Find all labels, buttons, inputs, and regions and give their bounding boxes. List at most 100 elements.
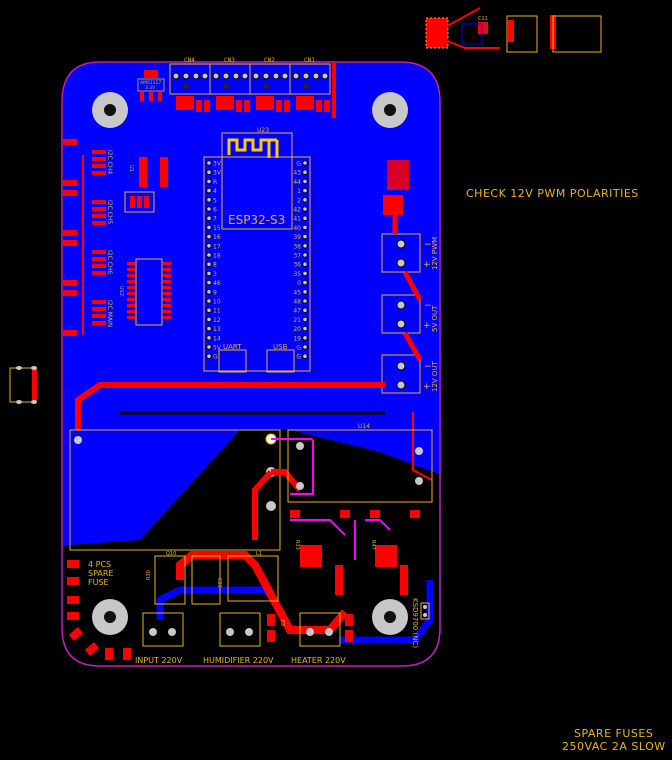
terminal-label-input: INPUT 220V — [135, 656, 183, 665]
connector-label-cn2: CN2 — [264, 57, 275, 64]
module-pin-label: 1 — [297, 188, 301, 195]
connector-label-cn3: CN3 — [224, 57, 235, 64]
module-pin-label: 11 — [213, 308, 221, 315]
sensor-label: KSD9700 (NC) — [411, 598, 419, 648]
module-pin-label: 9 — [213, 289, 217, 296]
module-pin — [206, 325, 212, 332]
module-pin-label: 37 — [293, 253, 301, 260]
module-pin — [302, 279, 308, 286]
module-pin — [206, 224, 212, 231]
terminal-label-humidifier: HUMIDIFIER 220V — [203, 656, 274, 665]
module-pin — [206, 307, 212, 314]
module-pin — [206, 243, 212, 249]
module-pin — [206, 233, 212, 240]
module-name: ESP32-S3 — [228, 213, 285, 227]
module-pin-label: 8 — [213, 262, 217, 269]
module-pin — [302, 261, 308, 268]
module-pin — [302, 316, 308, 323]
module-pin — [302, 197, 308, 203]
module-pin-label: 3V — [213, 170, 222, 177]
module-pin-label: 44 — [293, 179, 301, 186]
module-pin-label: G — [296, 161, 301, 168]
mounting-hole-br — [372, 599, 408, 635]
module-ref: U23 — [257, 127, 269, 134]
svg-text:F3: F3 — [279, 620, 285, 626]
module-pin — [206, 169, 212, 175]
module-pin — [206, 335, 212, 341]
module-pin — [302, 215, 308, 221]
module-pin-label: 19 — [293, 335, 301, 342]
module-pin — [206, 279, 212, 286]
module-pin — [206, 289, 212, 295]
terminal-12v-out: − + 12V OUT — [381, 354, 439, 394]
module-pin — [206, 160, 212, 166]
module-pin — [206, 197, 212, 203]
terminal-5v-out: − + 5V OUT — [381, 294, 439, 334]
polarity-note: CHECK 12V PWM POLARITIES — [466, 187, 639, 200]
svg-text:UART: UART — [223, 343, 242, 351]
fuse-note-2: SPARE — [88, 569, 113, 578]
svg-text:12V PWM: 12V PWM — [431, 237, 439, 270]
module-pin — [302, 344, 308, 350]
module-pin — [302, 233, 308, 240]
svg-text:+: + — [423, 382, 431, 392]
module-pin-label: 13 — [213, 326, 221, 333]
svg-text:Q10: Q10 — [166, 551, 176, 557]
module-pin-label: 7 — [213, 216, 217, 223]
module-pin-label: 3 — [213, 271, 217, 278]
svg-text:U14: U14 — [358, 423, 370, 430]
module-pin — [206, 187, 212, 194]
power-section: − + 12V PWM − + 5V OUT − + 12V OUT — [381, 160, 439, 394]
module-pin — [302, 178, 308, 185]
module-pin-label: 2 — [297, 197, 301, 204]
module-pin-label: 12 — [213, 317, 221, 324]
module-pin — [302, 335, 308, 341]
module-pin — [206, 178, 212, 185]
mounting-hole-tr — [372, 92, 408, 128]
top-connectors: CN4 CN3 CN2 CN1 — [169, 57, 336, 118]
module-pin-label: 0 — [297, 280, 301, 287]
module-pin — [206, 206, 212, 212]
module-pin-label: 10 — [213, 299, 221, 306]
fuse-note-1: 4 PCS — [88, 560, 111, 569]
svg-text:−: − — [424, 362, 432, 372]
usb-pd-boards: C11 — [425, 7, 602, 53]
svg-text:R33: R33 — [294, 540, 300, 550]
module-pin-label: 5 — [213, 197, 217, 204]
module-pin-label: 4 — [213, 188, 217, 195]
i2c-ch6-label: I2C CH6 — [106, 250, 113, 274]
board — [61, 61, 441, 667]
svg-text:−: − — [424, 240, 432, 250]
module-pin-label: 18 — [213, 253, 221, 260]
mounting-holes — [92, 92, 408, 635]
module-pin-label: 42 — [293, 207, 301, 214]
connector-label-cn4: CN4 — [184, 57, 195, 64]
module-pin — [302, 353, 308, 360]
svg-text:L1: L1 — [256, 551, 262, 557]
terminal-12v-pwm: − + 12V PWM — [381, 233, 439, 273]
module-pin-label: 38 — [293, 243, 301, 250]
module-pin — [302, 160, 308, 166]
module-pin-label: 47 — [293, 308, 301, 315]
psu-module-outline — [69, 429, 281, 551]
terminal-label-heater: HEATER 220V — [291, 656, 346, 665]
module-pin-label: 41 — [293, 216, 301, 223]
module-pin-label: G — [296, 345, 301, 352]
svg-text:R30: R30 — [146, 570, 152, 580]
module-pin-label: 16 — [213, 234, 221, 241]
module-pin — [302, 298, 308, 304]
i2c-main-label: I2C MAIN — [106, 300, 113, 327]
i2c-ch5-label: I2C CH5 — [106, 200, 113, 224]
svg-text:R47: R47 — [370, 540, 376, 550]
svg-text:AMS1117: AMS1117 — [140, 80, 161, 86]
relay-u14: U14 — [271, 423, 433, 503]
svg-text:3.3V: 3.3V — [145, 85, 156, 91]
i2c-ch4-label: I2C CH4 — [106, 150, 113, 174]
side-usb-board — [9, 366, 37, 404]
svg-text:USB: USB — [273, 343, 288, 351]
triac-section: R33 R47 — [290, 510, 420, 595]
esp32-module: U23 ESP32-S3 UART USB 3V3VR4567151617188… — [203, 127, 311, 373]
i2c-ports: I2C CH4 I2C CH5 I2C CH6 I2C MAIN — [63, 139, 113, 336]
